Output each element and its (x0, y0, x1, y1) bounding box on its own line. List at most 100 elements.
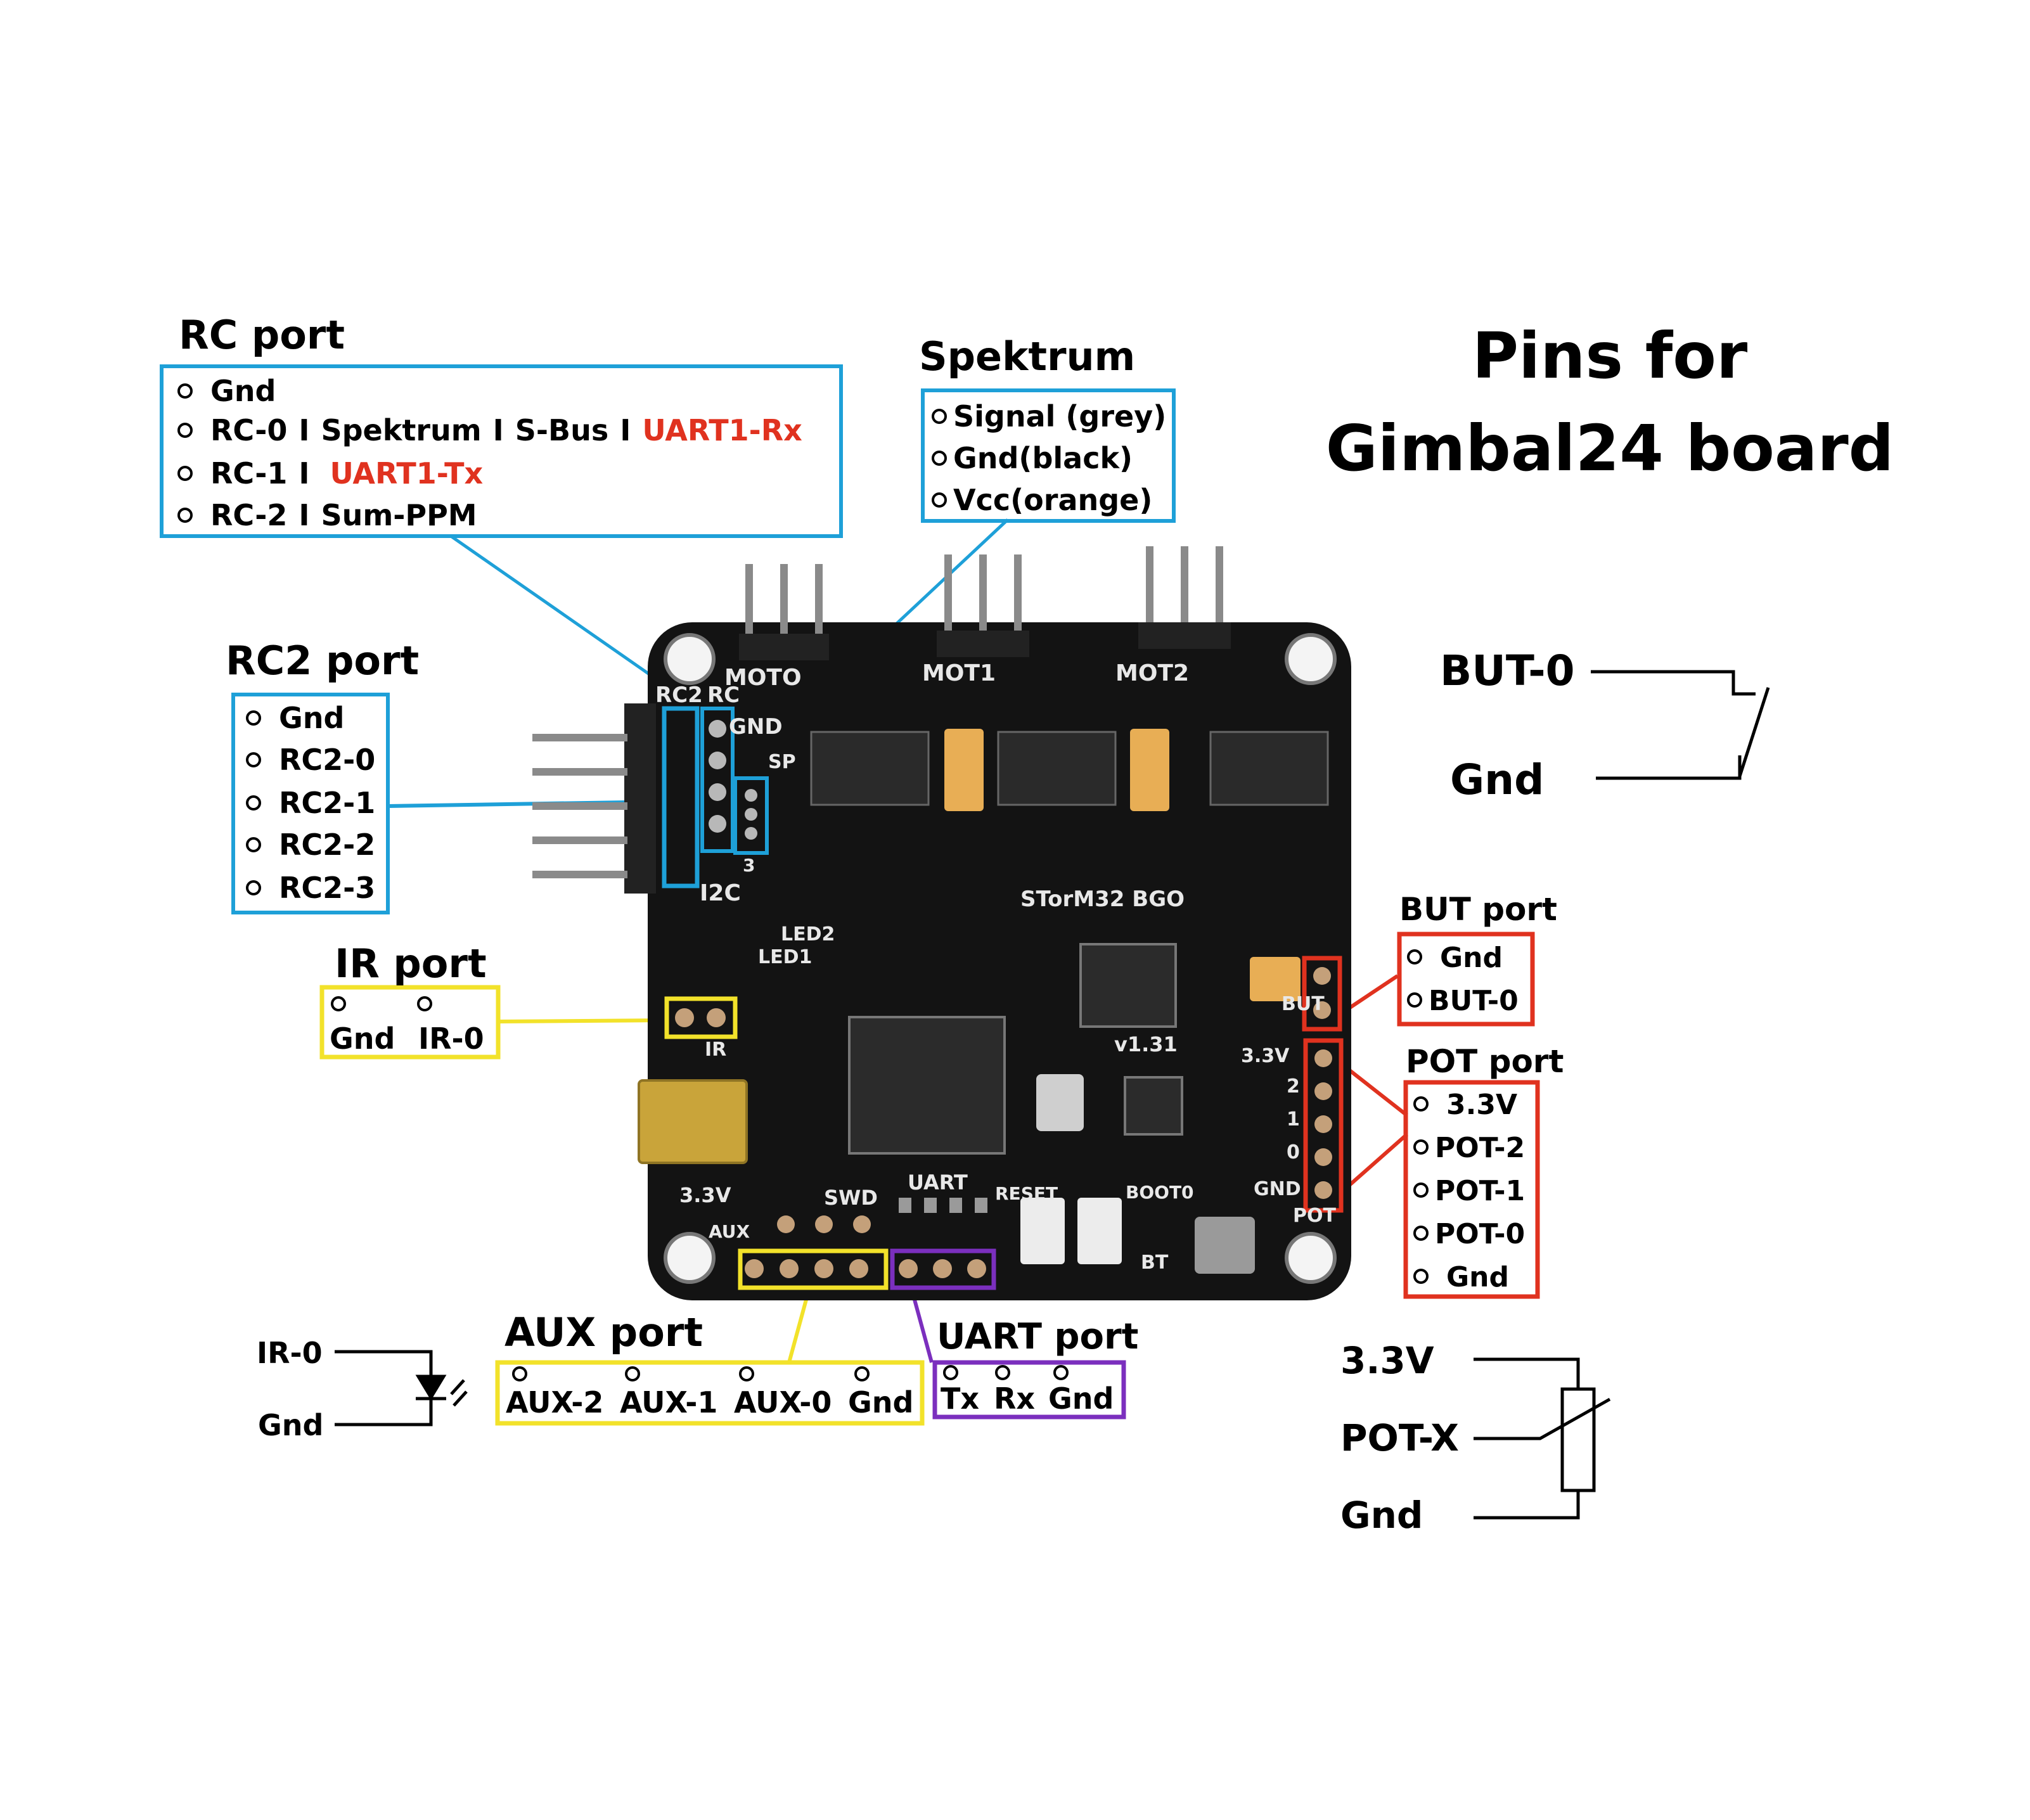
rc2-port-box (231, 693, 390, 914)
aux-pin-2: AUX-2 (506, 1385, 604, 1419)
silk-version: v1.31 (1114, 1032, 1178, 1056)
bt-pad (1195, 1217, 1255, 1274)
silk-gnd: GND (729, 714, 783, 740)
pot-pins-box (1303, 1038, 1344, 1213)
uart-ring-rx (995, 1365, 1010, 1380)
rc2-pin-3: RC2-3 (246, 873, 375, 902)
silk-swd: SWD (824, 1186, 878, 1210)
uart-pins (899, 1259, 986, 1278)
mount-hole-bl (664, 1232, 716, 1284)
silk-sp-num: 3 (743, 855, 755, 876)
ir-pins-box (664, 996, 738, 1039)
pot-pins (1314, 1049, 1332, 1199)
rc2-pin-2: RC2-2 (246, 830, 375, 859)
usb-connector (638, 1079, 748, 1164)
rc2-pin-gnd: Gnd (246, 703, 344, 733)
silk-led2: LED2 (781, 923, 835, 945)
switch-symbol (1591, 670, 1770, 780)
ir-symbol-label-ir0: IR-0 (257, 1336, 323, 1370)
uart-leader (911, 1292, 934, 1363)
spektrum-pin-signal: Signal (grey) (932, 402, 1166, 431)
silk-board-name: STorM32 BGO (1020, 887, 1185, 912)
sensor-chip (1124, 1076, 1183, 1136)
ir-pin-ring-gnd (331, 996, 346, 1011)
silk-bt: BT (1141, 1252, 1169, 1274)
ir-pin-ir0: IR-0 (418, 1022, 484, 1056)
aux-pin-1: AUX-1 (620, 1385, 718, 1419)
aux-pin-0: AUX-0 (734, 1385, 832, 1419)
regulator (1079, 943, 1177, 1028)
rc2-pin-1: RC2-1 (246, 788, 375, 817)
pot-label-gnd: Gnd (1340, 1494, 1423, 1537)
mount-hole-tl (664, 633, 716, 685)
mcu-chip (848, 1016, 1006, 1155)
silk-mot2: MOT2 (1115, 660, 1190, 686)
rc-pin-gnd: Gnd (177, 376, 276, 406)
driver-chips (810, 731, 1329, 806)
mount-hole-tr (1285, 633, 1337, 685)
aux-pins-box (738, 1248, 889, 1290)
spektrum-pin-vcc: Vcc(orange) (932, 485, 1152, 515)
title-line-1: Pins for (1472, 319, 1748, 393)
mount-hole-br (1285, 1232, 1337, 1284)
reset-button (1020, 1198, 1065, 1264)
silk-but: BUT (1282, 993, 1325, 1015)
but-port-box (1397, 932, 1535, 1027)
uart-ring-tx (943, 1365, 958, 1380)
uart-ring-gnd (1053, 1365, 1069, 1380)
pot-pin-0: POT-0 (1413, 1221, 1525, 1248)
silk-sp: SP (768, 751, 796, 773)
aux-ring-gnd (854, 1366, 870, 1381)
pcb-board (532, 546, 1351, 1300)
silk-rc2: RC2 (655, 682, 703, 708)
ir-pin-gnd: Gnd (330, 1022, 395, 1056)
silk-aux: AUX (709, 1221, 750, 1242)
tant-cap-1 (944, 729, 984, 811)
aux-ring-0 (739, 1366, 754, 1381)
ir-diode-symbol (335, 1350, 468, 1426)
pot-leader-2 (1341, 1132, 1408, 1193)
potentiometer-symbol (1474, 1357, 1611, 1520)
silk-gnd-right: GND (1254, 1178, 1301, 1200)
rc2-header (532, 703, 769, 894)
silk-boot0: BOOT0 (1126, 1182, 1194, 1203)
pot-pin-2: POT-2 (1413, 1134, 1525, 1162)
pot-port-box (1403, 1080, 1540, 1299)
silk-pot-num-2: 2 (1287, 1075, 1300, 1098)
rc-port-header: RC port (179, 312, 345, 358)
rc2-port-header: RC2 port (226, 638, 420, 684)
uart-pins-box (890, 1248, 996, 1290)
silk-pot-num-0: 0 (1287, 1141, 1300, 1163)
silk-3v3-right: 3.3V (1241, 1045, 1290, 1067)
pot-pin-1: POT-1 (1413, 1177, 1525, 1205)
silk-ir: IR (705, 1039, 727, 1061)
silk-reset: RESET (995, 1183, 1058, 1204)
spektrum-header: Spektrum (919, 333, 1136, 380)
switch-label-but0: BUT-0 (1440, 646, 1575, 695)
ir-symbol-label-gnd: Gnd (258, 1408, 324, 1442)
silk-uart: UART (908, 1170, 968, 1195)
pot-port-header: POT port (1406, 1043, 1564, 1080)
ir-leader (497, 1018, 671, 1023)
tant-cap-3 (1250, 957, 1301, 1001)
silk-pot: POT (1293, 1205, 1336, 1227)
motor-headers (739, 546, 1231, 660)
silk-i2c: I2C (700, 880, 741, 906)
aux-ring-1 (625, 1366, 640, 1381)
pot-label-potx: POT-X (1340, 1416, 1459, 1459)
pot-label-3v3: 3.3V (1340, 1339, 1434, 1382)
ir-pin-ring-ir0 (417, 996, 432, 1011)
ir-port-header: IR port (335, 940, 487, 987)
aux-port-header: AUX port (504, 1309, 703, 1355)
silk-mot1: MOT1 (922, 660, 996, 686)
spektrum-pin-gnd: Gnd(black) (932, 444, 1133, 473)
pot-pin-3v3: 3.3V (1413, 1091, 1517, 1119)
aux-pin-gnd: Gnd (848, 1385, 914, 1419)
crystal (1036, 1074, 1084, 1131)
aux-port-box (495, 1360, 925, 1426)
silk-led1: LED1 (758, 946, 813, 968)
pot-pin-gnd: Gnd (1413, 1264, 1509, 1291)
but-port-header: BUT port (1399, 891, 1557, 928)
